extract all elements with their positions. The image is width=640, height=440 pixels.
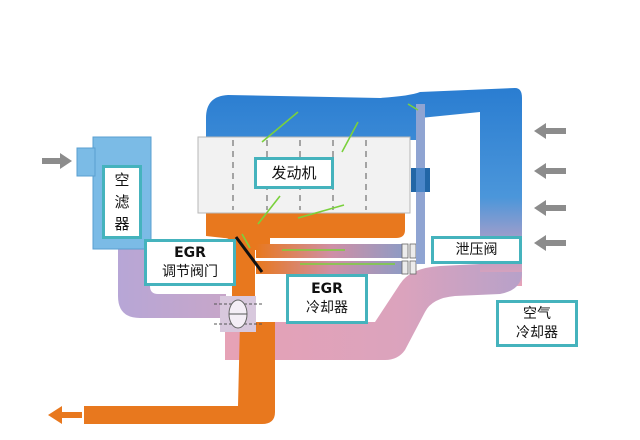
air-filter-label-char-3: 器 [114, 215, 130, 233]
arrow-left-icon [534, 163, 566, 179]
egr-cooler-label-line2: 冷却器 [306, 300, 348, 316]
egr-valve-flap [234, 236, 264, 273]
flow-arrow-icon [261, 111, 299, 143]
egr-cooler-tube-bottom [256, 261, 408, 274]
wastegate-label-text: 泄压阀 [455, 241, 498, 258]
egr-cooler-label-line1: EGR [311, 281, 343, 297]
egr-valve-label-line1: EGR [174, 244, 206, 261]
air-filter-inlet [76, 147, 96, 177]
flow-arrow-icon [241, 233, 251, 249]
exhaust-outlet-arrow-icon [48, 406, 82, 424]
air-filter-label-char-2: 滤 [114, 193, 130, 211]
flow-arrow-icon [257, 195, 281, 225]
filter-inlet-arrow-icon [42, 153, 72, 169]
air-filter-label-char-1: 空 [114, 171, 130, 189]
turbocharger [214, 296, 262, 332]
intercooler-outlet-pipe [225, 264, 522, 360]
exhaust-manifold [206, 212, 405, 300]
intercooler-label: 空气 冷却器 [496, 300, 578, 347]
intake-air-arrows [534, 123, 566, 251]
wastegate-label: 泄压阀 [431, 236, 522, 264]
intercooler-label-line1: 空气 [523, 305, 551, 322]
intercooler-label-line2: 冷却器 [516, 324, 558, 341]
wastegate-actuator-inner [416, 168, 425, 192]
flow-arrow-icon [297, 204, 345, 219]
egr-cooler-fittings [401, 243, 417, 275]
arrow-left-icon [534, 123, 566, 139]
engine-label-text: 发动机 [271, 163, 317, 182]
air-filter-label: 空 滤 器 [102, 165, 142, 239]
exhaust-outlet-pipe [84, 322, 275, 424]
egr-cooler-label: EGR 冷却器 [286, 274, 368, 324]
flow-arrow-icon [341, 121, 359, 153]
egr-valve-label: EGR 调节阀门 [144, 239, 236, 286]
arrow-left-icon [534, 235, 566, 251]
flow-arrow-icon [407, 103, 419, 111]
egr-valve-label-line2: 调节阀门 [162, 263, 218, 280]
engine-label: 发动机 [254, 157, 334, 189]
egr-cooler-tube-top [256, 244, 408, 258]
flow-arrows [241, 103, 419, 265]
arrow-left-icon [534, 200, 566, 216]
